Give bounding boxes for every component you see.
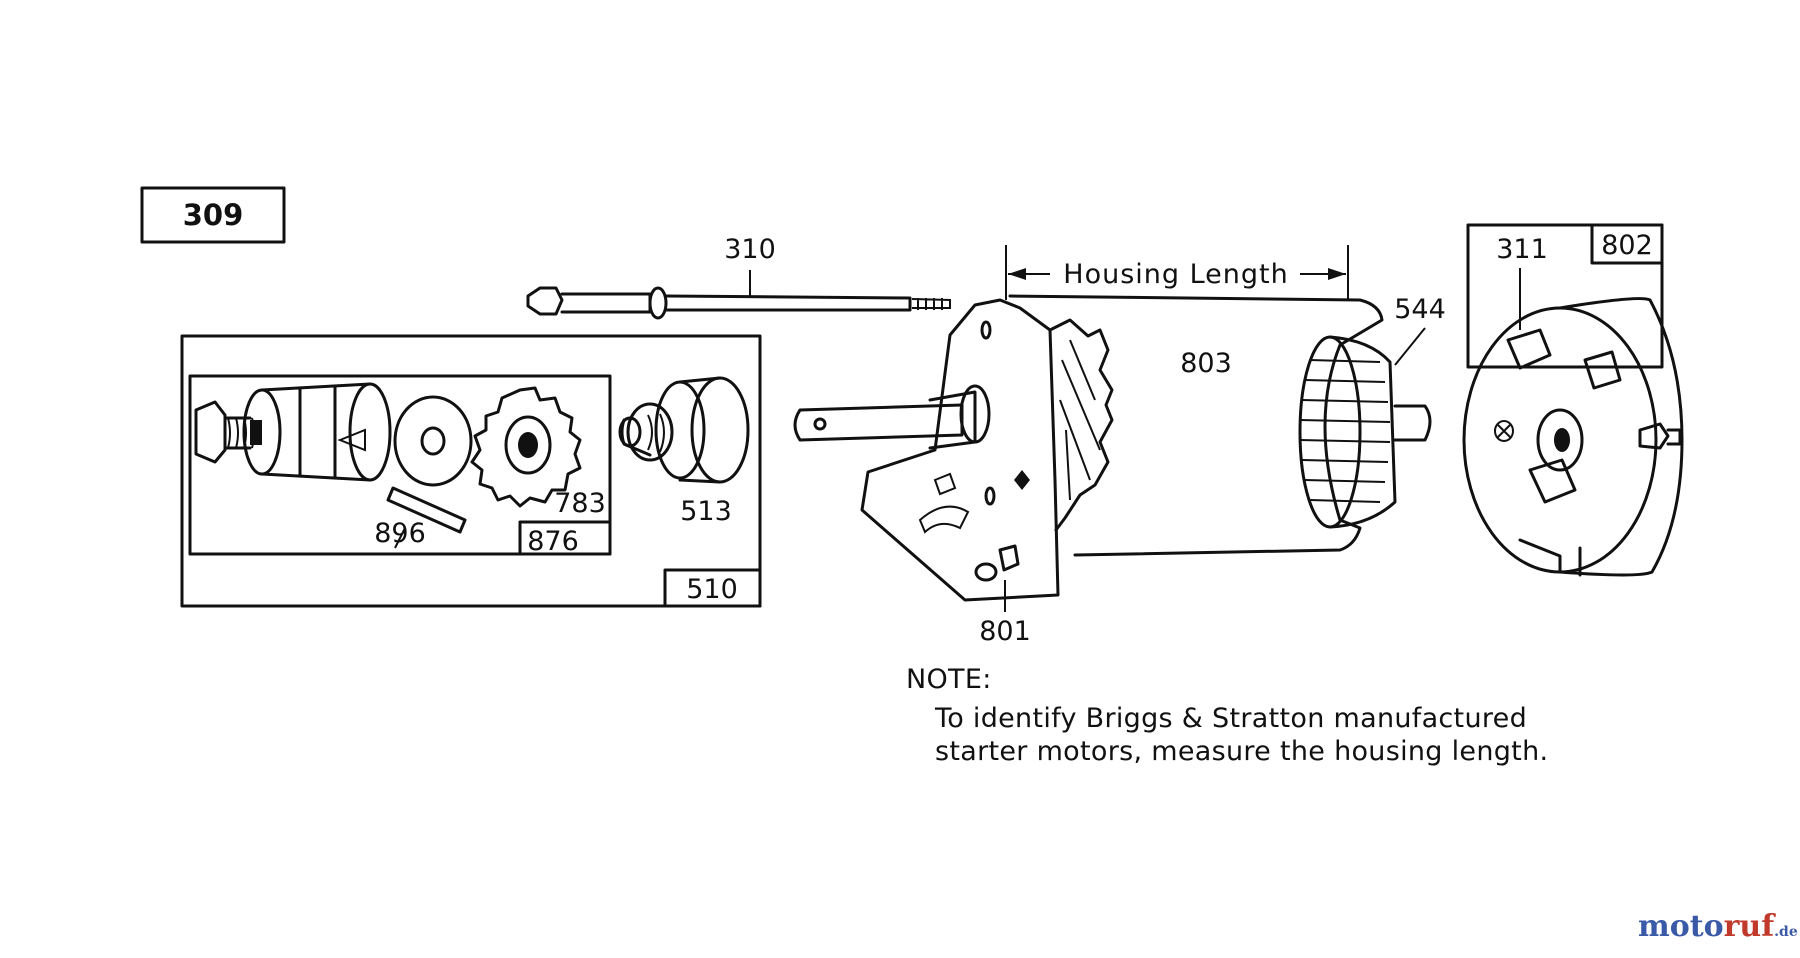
part-803-housing: 803 bbox=[1008, 294, 1384, 557]
part-802-commutator-end-cap: 802 311 bbox=[1462, 223, 1684, 577]
assembly-510-box: 510 bbox=[180, 334, 762, 608]
note-line-1: To identify Briggs & Stratton manufactur… bbox=[934, 703, 1527, 734]
watermark-part1: moto bbox=[1638, 909, 1724, 944]
housing-length-dimension: Housing Length bbox=[1005, 245, 1349, 300]
part-310-through-bolt: 310 bbox=[526, 234, 951, 320]
part-311-label: 311 bbox=[1496, 234, 1548, 265]
part-783-label: 783 bbox=[554, 488, 606, 519]
drive-screw-shaft bbox=[194, 382, 392, 482]
part-896-label: 896 bbox=[374, 518, 426, 549]
note-heading: NOTE: bbox=[906, 664, 992, 695]
housing-length-label: Housing Length bbox=[1063, 259, 1288, 290]
watermark-suffix: .de bbox=[1774, 924, 1798, 940]
part-783-gear: 783 bbox=[470, 386, 606, 519]
note-block: NOTE: To identify Briggs & Stratton manu… bbox=[906, 664, 1548, 767]
part-510-label: 510 bbox=[686, 574, 738, 605]
note-line-2: starter motors, measure the housing leng… bbox=[935, 736, 1548, 767]
part-309-label: 309 bbox=[183, 198, 244, 232]
part-801-label: 801 bbox=[979, 616, 1031, 647]
part-310-label: 310 bbox=[724, 234, 776, 265]
part-513-drive-assembly: 513 bbox=[618, 376, 750, 527]
svg-text:motoruf.de: motoruf.de bbox=[1638, 909, 1798, 944]
thrust-washer bbox=[393, 395, 473, 487]
part-544-armature: 544 bbox=[1298, 294, 1446, 529]
assembly-876-box: 876 bbox=[188, 374, 612, 557]
part-801-drive-end-cap: 801 bbox=[793, 298, 1060, 647]
part-803-label: 803 bbox=[1180, 348, 1232, 379]
part-876-label: 876 bbox=[527, 526, 579, 557]
motoruf-watermark: motoruf.de bbox=[1638, 909, 1798, 944]
part-896-pin: 896 bbox=[374, 486, 467, 549]
part-544-label: 544 bbox=[1394, 294, 1446, 325]
part-513-label: 513 bbox=[680, 496, 732, 527]
part-802-label: 802 bbox=[1601, 230, 1653, 261]
watermark-part2: ruf bbox=[1724, 909, 1777, 944]
armature-fins bbox=[1048, 318, 1114, 532]
part-309-box: 309 bbox=[140, 186, 286, 244]
